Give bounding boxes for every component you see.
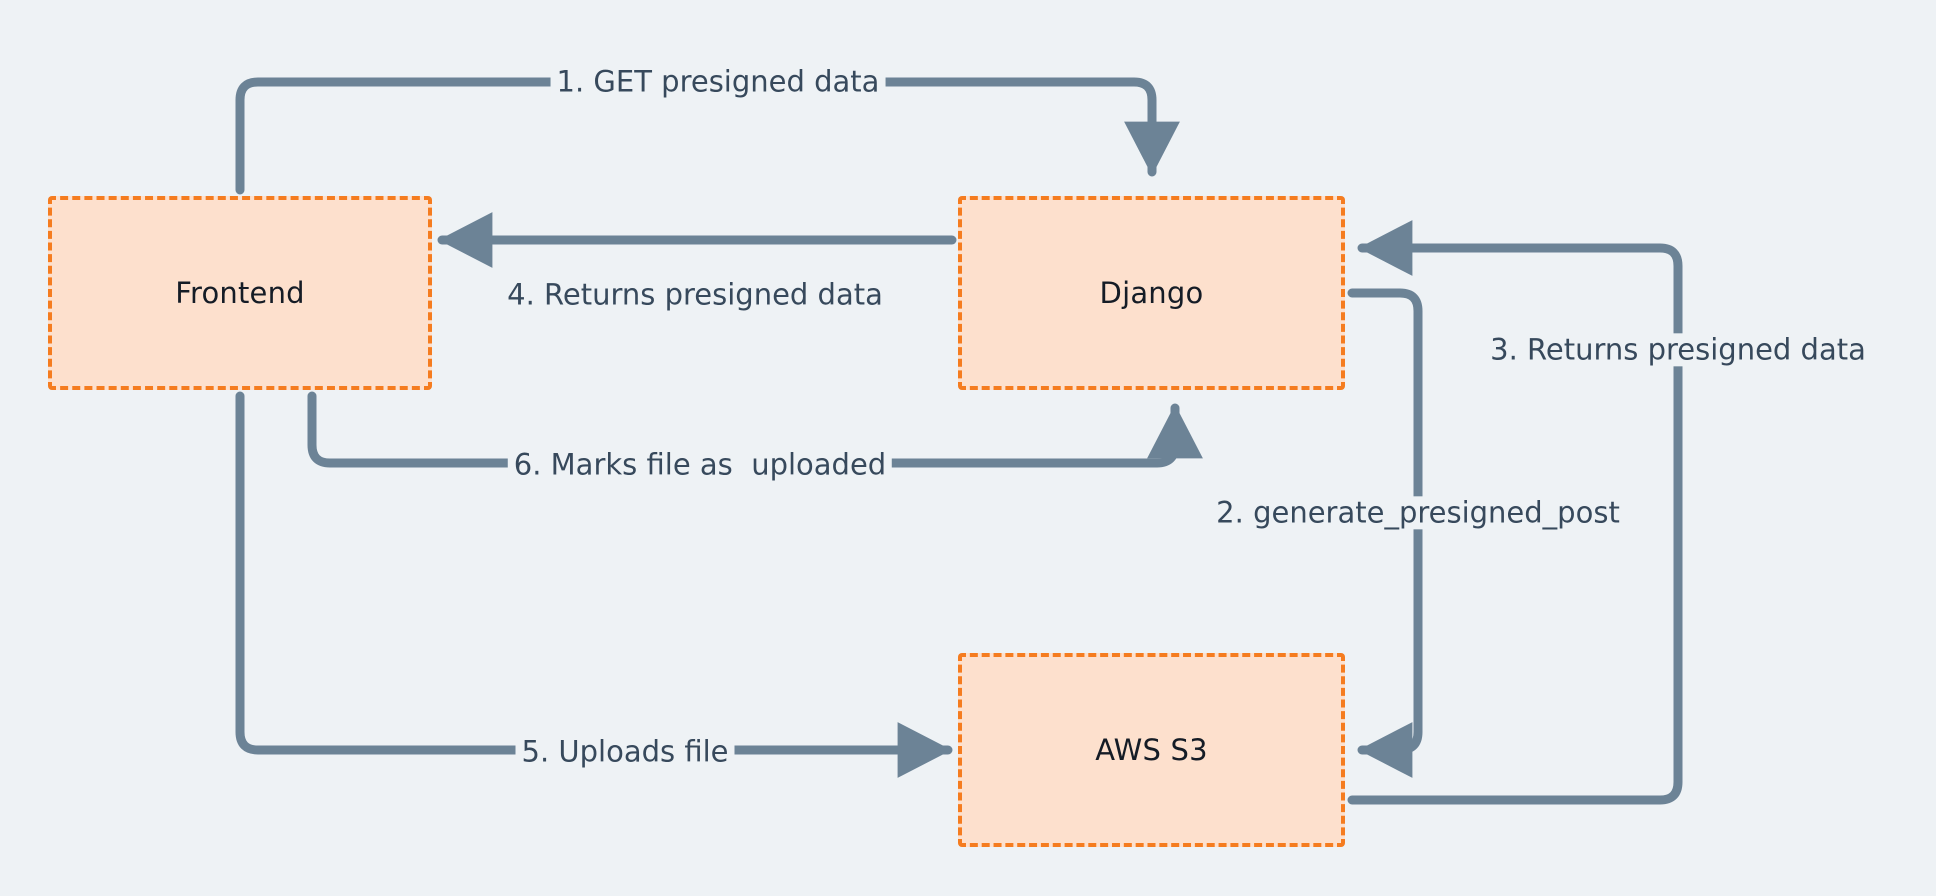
edge-3-path <box>1347 220 1683 805</box>
edge-5-path <box>235 391 953 778</box>
edge-label-6: 6. Marks file as uploaded <box>507 447 893 482</box>
node-frontend-label: Frontend <box>175 276 305 310</box>
node-aws-s3[interactable]: AWS S3 <box>958 653 1345 847</box>
edge-label-3: 3. Returns presigned data <box>1484 332 1872 367</box>
node-frontend[interactable]: Frontend <box>48 196 432 390</box>
edge-label-5: 5. Uploads file <box>515 734 735 769</box>
edge-label-4: 4. Returns presigned data <box>501 277 889 312</box>
node-django[interactable]: Django <box>958 196 1345 390</box>
edge-label-2: 2. generate_presigned_post <box>1210 495 1626 530</box>
node-aws-s3-label: AWS S3 <box>1095 733 1208 767</box>
edge-label-1: 1. GET presigned data <box>550 64 886 99</box>
node-django-label: Django <box>1099 276 1204 310</box>
